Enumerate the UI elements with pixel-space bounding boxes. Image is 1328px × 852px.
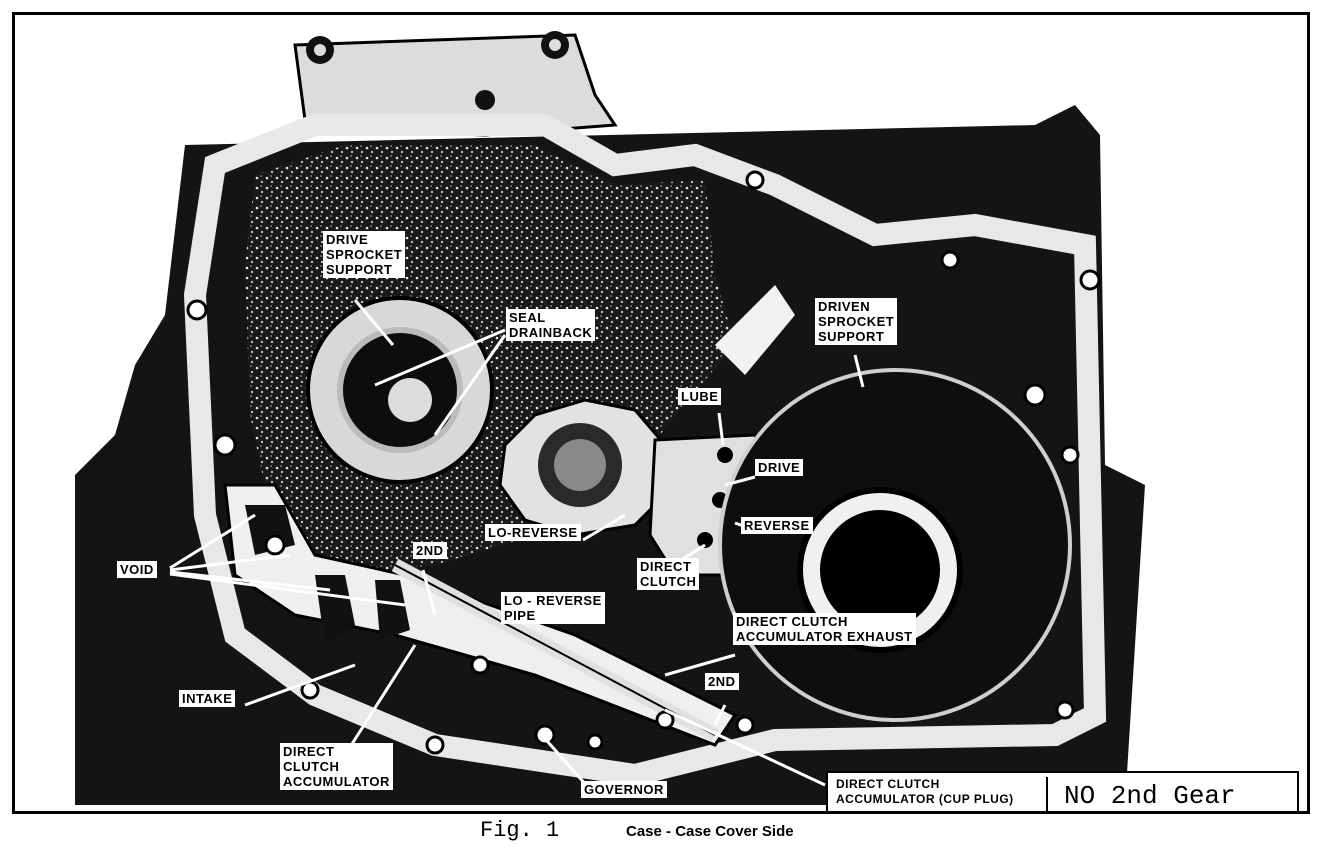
callout-lo-reverse: LO-REVERSE — [485, 524, 581, 541]
callout-lube: LUBE — [678, 388, 722, 405]
figure-frame: DRIVE SPROCKET SUPPORT SEAL DRAINBACK DR… — [12, 12, 1310, 814]
callout-lo-reverse-pipe: LO - REVERSE PIPE — [501, 592, 605, 624]
bolt-holes — [186, 170, 1101, 755]
callout-intake: INTAKE — [179, 690, 236, 707]
note-box: DIRECT CLUTCH ACCUMULATOR (CUP PLUG) NO … — [826, 771, 1299, 811]
callout-direct-clutch-accumulator-exhaust: DIRECT CLUTCH ACCUMULATOR EXHAUST — [733, 613, 916, 645]
callout-2nd-lower: 2ND — [705, 673, 739, 690]
case-flange — [183, 114, 1107, 787]
callout-2nd-upper: 2ND — [413, 542, 447, 559]
leader-lines — [169, 299, 865, 796]
figure-title: Case - Case Cover Side — [626, 823, 794, 840]
callout-direct-clutch: DIRECT CLUTCH — [637, 558, 700, 590]
note-divider — [1046, 777, 1048, 811]
callout-drive: DRIVE — [755, 459, 804, 476]
callout-governor: GOVERNOR — [581, 781, 667, 798]
no-2nd-gear-note: NO 2nd Gear — [1064, 781, 1236, 811]
callout-reverse: REVERSE — [741, 517, 813, 534]
callout-seal-drainback: SEAL DRAINBACK — [506, 309, 596, 341]
callout-void: VOID — [117, 561, 157, 578]
figure-number: Fig. 1 — [480, 818, 560, 843]
callout-direct-clutch-accumulator-cup-plug: DIRECT CLUTCH ACCUMULATOR (CUP PLUG) — [836, 777, 1014, 806]
callout-driven-sprocket-support: DRIVEN SPROCKET SUPPORT — [815, 298, 898, 345]
callout-drive-sprocket-support: DRIVE SPROCKET SUPPORT — [323, 231, 406, 278]
callout-direct-clutch-accumulator: DIRECT CLUTCH ACCUMULATOR — [280, 743, 393, 790]
